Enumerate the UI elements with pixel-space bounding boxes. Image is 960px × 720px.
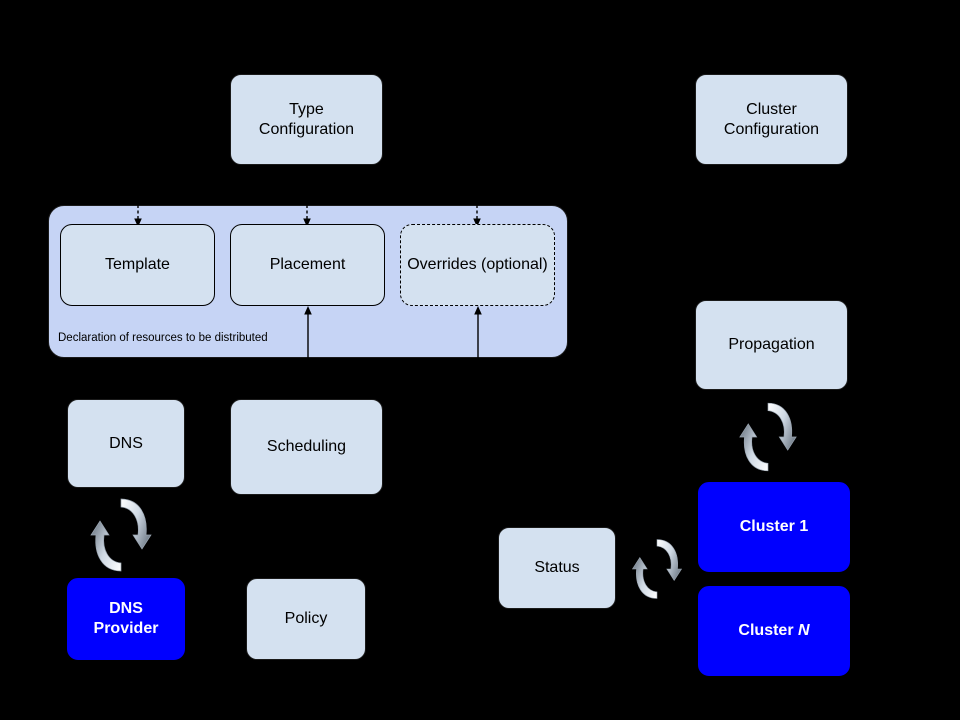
node-propagation[interactable]: Propagation	[695, 300, 848, 390]
node-policy[interactable]: Policy	[246, 578, 366, 660]
node-template[interactable]: Template	[60, 224, 215, 306]
arrow-down-overrides	[473, 205, 481, 227]
node-scheduling[interactable]: Scheduling	[230, 399, 383, 495]
node-type-configuration-label: Type Configuration	[258, 100, 355, 138]
sync-arrows-icon-propagation	[739, 402, 797, 472]
node-overrides-label: Overrides (optional)	[407, 256, 548, 274]
node-cluster-n-label: Cluster N	[738, 622, 810, 639]
node-overrides[interactable]: Overrides (optional)	[400, 224, 555, 306]
arrow-up-placement	[304, 306, 312, 359]
node-cluster-1-label: Cluster 1	[739, 518, 809, 535]
node-status[interactable]: Status	[498, 527, 616, 609]
node-placement-label: Placement	[269, 256, 346, 274]
node-cluster-configuration-label: Cluster Configuration	[723, 100, 820, 138]
node-cluster-n[interactable]: Cluster N	[698, 586, 850, 676]
arrow-down-placement	[303, 205, 311, 227]
sync-arrows-icon-status	[631, 539, 683, 599]
node-dns-label: DNS	[109, 434, 143, 452]
node-dns-provider[interactable]: DNS Provider	[67, 578, 185, 660]
node-dns[interactable]: DNS	[67, 399, 185, 488]
node-propagation-label: Propagation	[728, 336, 815, 353]
arrow-up-overrides	[474, 306, 482, 359]
arrow-down-template	[134, 205, 142, 227]
container-caption: Declaration of resources to be distribut…	[58, 332, 268, 344]
node-template-label: Template	[105, 256, 170, 274]
node-policy-label: Policy	[284, 610, 328, 627]
sync-arrows-icon-dns	[90, 498, 152, 572]
node-dns-provider-label: DNS Provider	[93, 600, 159, 637]
node-cluster-1[interactable]: Cluster 1	[698, 482, 850, 572]
node-cluster-configuration[interactable]: Cluster Configuration	[695, 74, 848, 165]
node-placement[interactable]: Placement	[230, 224, 385, 306]
node-status-label: Status	[534, 559, 580, 576]
node-type-configuration[interactable]: Type Configuration	[230, 74, 383, 165]
node-scheduling-label: Scheduling	[266, 438, 347, 455]
